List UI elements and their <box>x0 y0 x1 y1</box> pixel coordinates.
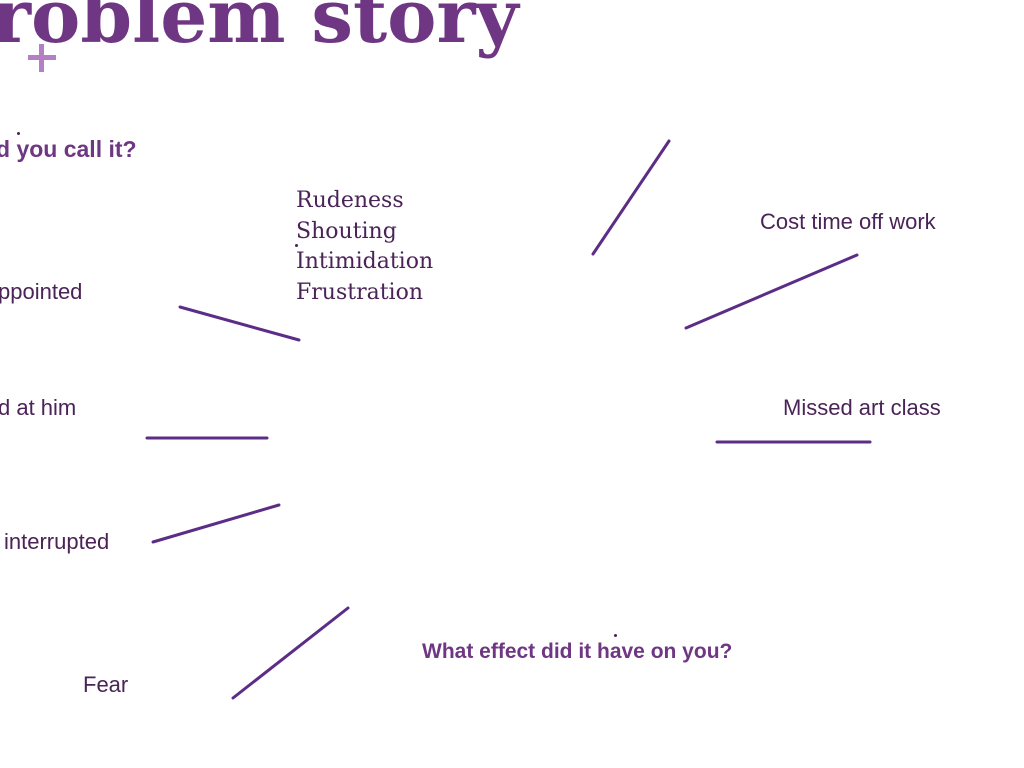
dot-marker <box>614 634 617 637</box>
label-disappointed: ppointed <box>0 279 83 304</box>
label-missed-art-class: Missed art class <box>783 395 941 420</box>
slide-title: roblem story <box>0 0 519 60</box>
connector-line-disappointed <box>178 305 301 342</box>
dot-marker <box>17 132 20 135</box>
name-item-rudeness: Rudeness <box>296 188 404 213</box>
name-item-frustration: Frustration <box>296 279 424 305</box>
dot-marker <box>295 244 298 247</box>
question-name: d you call it? <box>0 136 137 162</box>
name-item-shouting: Shouting <box>296 218 397 244</box>
plus-icon <box>28 44 56 72</box>
names-list: Rudeness Shouting Intimidation Frustrati… <box>296 186 433 308</box>
connector-line-top <box>591 139 671 256</box>
label-fear: Fear <box>83 672 129 697</box>
label-interrupted: interrupted <box>4 529 110 554</box>
connector-line-fear <box>231 606 350 700</box>
question-effect: What effect did it have on you? <box>422 640 733 663</box>
connector-line-interrupted <box>151 503 281 544</box>
label-cost-time-off-work: Cost time off work <box>760 209 936 234</box>
connector-line-cost <box>684 253 859 330</box>
label-shouted-at-him: d at him <box>0 395 77 420</box>
name-item-intimidation: Intimidation <box>296 249 434 274</box>
